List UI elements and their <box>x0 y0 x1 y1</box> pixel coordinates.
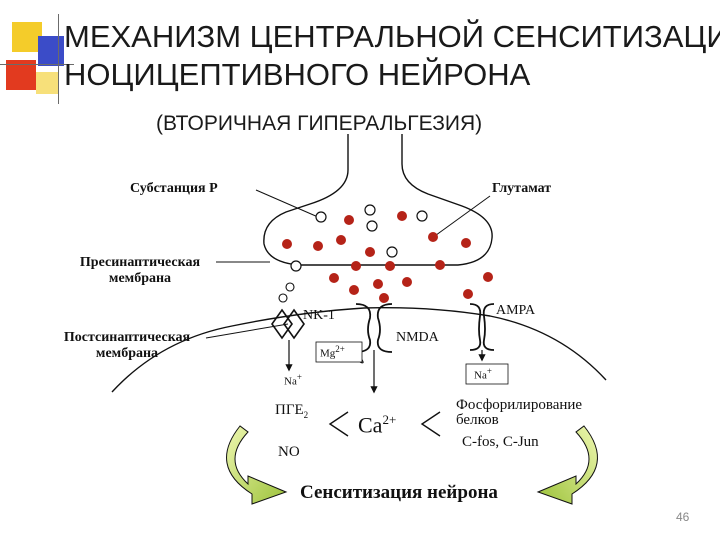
pointer-substance-p <box>255 189 319 218</box>
vesicle-filled <box>402 277 412 287</box>
vesicle-open <box>315 211 327 223</box>
vesicle-filled <box>461 238 471 248</box>
vesicle-filled <box>373 279 383 289</box>
vesicle-filled <box>313 241 323 251</box>
logo-red-square <box>6 60 36 90</box>
slide-title-line1: МЕХАНИЗМ ЦЕНТРАЛЬНОЙ СЕНСИТИЗАЦИИ <box>64 19 720 54</box>
logo-yellow-square-2 <box>36 72 58 94</box>
vesicle-filled <box>336 235 346 245</box>
label-glutamate: Глутамат <box>492 181 552 196</box>
slide-title-line2: НОЦИЦЕПТИВНОГО НЕЙРОНА <box>64 57 531 92</box>
vesicle-open <box>416 210 428 222</box>
nmda-receptor <box>355 303 393 394</box>
label-no: NO <box>278 444 300 460</box>
label-pge: ПГЕ2 <box>275 402 309 420</box>
vesicle-filled <box>435 260 445 270</box>
logo-blue-square <box>38 36 64 66</box>
label-na-right: Na+ <box>474 366 492 382</box>
label-substance-p: Субстанция Р <box>130 181 218 196</box>
vesicle-open <box>364 204 376 216</box>
postsynaptic-membrane <box>111 306 607 393</box>
logo-vertical-line <box>58 14 59 104</box>
vesicle-open <box>278 293 288 303</box>
chevron-right <box>420 411 441 437</box>
curved-arrow-right <box>536 425 598 505</box>
pointer-glutamate <box>431 195 491 239</box>
vesicle-open <box>290 260 302 272</box>
label-postsynaptic: Постсинаптическая мембрана <box>63 330 191 361</box>
vesicle-filled <box>463 289 473 299</box>
mg-box <box>315 341 363 363</box>
vesicles-released <box>278 260 493 303</box>
nk1-receptor <box>271 308 305 372</box>
vesicle-filled <box>351 261 361 271</box>
vesicle-open <box>285 282 295 292</box>
vesicle-filled <box>349 285 359 295</box>
label-na-left: Na+ <box>284 372 302 388</box>
vesicle-filled <box>365 247 375 257</box>
vesicle-filled <box>379 293 389 303</box>
vesicle-open <box>366 220 378 232</box>
logo-decoration <box>0 0 75 105</box>
label-ca: Ca2+ <box>358 412 397 438</box>
presynaptic-terminal <box>263 134 493 266</box>
label-ampa: AMPA <box>496 303 536 318</box>
label-cfos: C-fos, C-Jun <box>462 434 539 450</box>
vesicle-filled <box>428 232 438 242</box>
label-mg: Mg2+ <box>320 344 345 360</box>
logo-horizontal-line <box>0 64 74 65</box>
curved-arrow-left <box>226 425 288 505</box>
logo-yellow-square <box>12 22 42 52</box>
vesicle-filled <box>483 272 493 282</box>
ampa-receptor <box>469 303 495 362</box>
label-nmda: NMDA <box>396 330 439 345</box>
vesicles-inside <box>282 204 471 272</box>
page-number: 46 <box>676 510 690 524</box>
chevron-left <box>328 411 349 437</box>
label-sensitization: Сенситизация нейрона <box>300 482 498 503</box>
vesicle-filled <box>385 261 395 271</box>
na-box-right <box>465 363 509 385</box>
label-presynaptic: Пресинаптическая мембрана <box>79 255 201 286</box>
slide-subtitle: (ВТОРИЧНАЯ ГИПЕРАЛЬГЕЗИЯ) <box>156 112 483 135</box>
vesicle-filled <box>282 239 292 249</box>
label-phosphorylation: Фосфорилирование белков <box>456 397 583 428</box>
label-nk1: NK-1 <box>303 308 335 323</box>
vesicle-filled <box>329 273 339 283</box>
vesicle-filled <box>344 215 354 225</box>
vesicle-open <box>386 246 398 258</box>
pointer-postsynaptic <box>205 323 289 339</box>
vesicle-filled <box>397 211 407 221</box>
